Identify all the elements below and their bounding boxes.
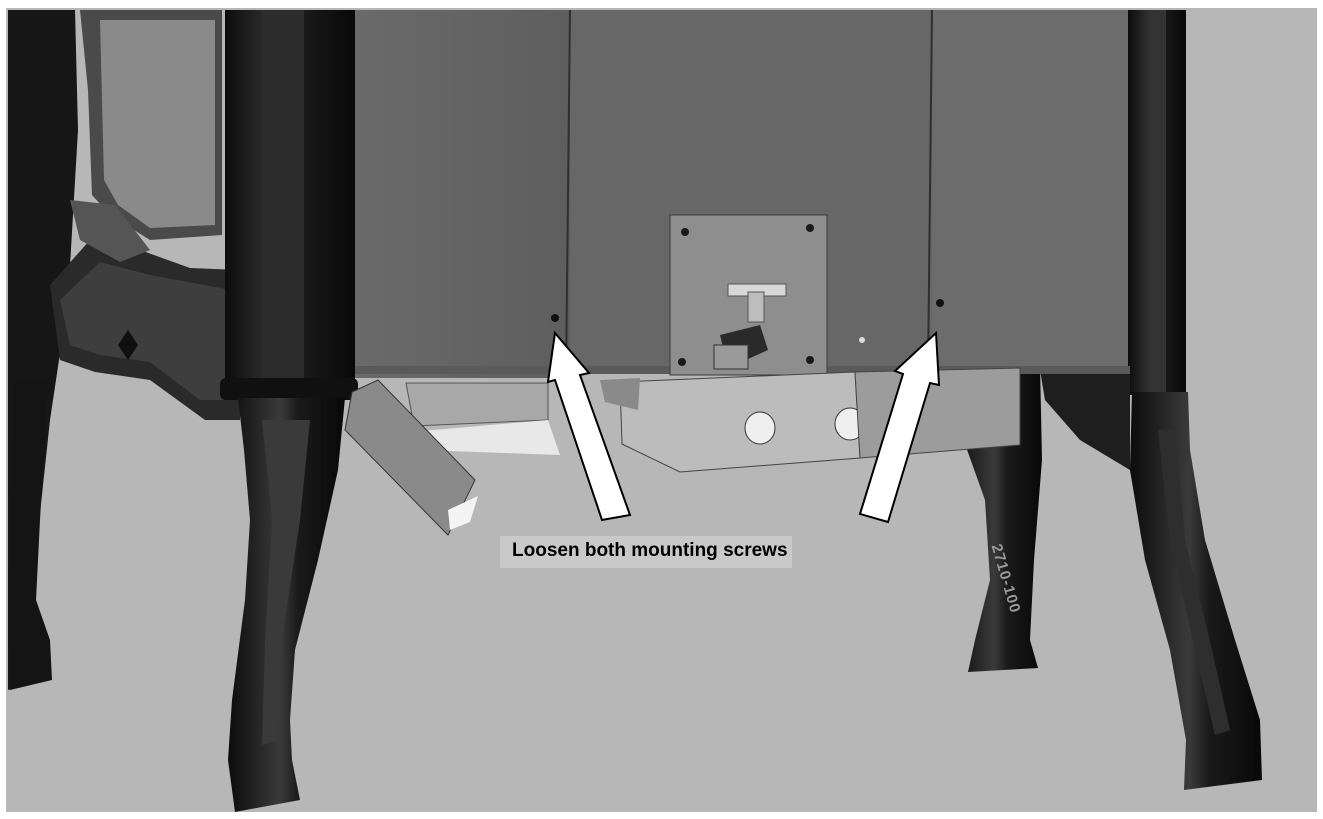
stove-body xyxy=(355,9,1130,379)
left-mounting-screw xyxy=(551,314,559,322)
callout-arrows xyxy=(546,330,941,524)
small-fastener xyxy=(859,337,865,343)
left-side-frame xyxy=(8,10,240,690)
right-mounting-screw xyxy=(936,299,944,307)
valve-plate xyxy=(669,214,828,376)
air-shutter-lever xyxy=(344,379,478,536)
right-front-leg xyxy=(1128,10,1262,790)
callout-label: Loosen both mounting screws xyxy=(500,536,792,568)
arrow-right-screw xyxy=(858,330,941,524)
arrow-left-screw xyxy=(546,330,632,522)
left-front-leg xyxy=(220,10,358,812)
rear-left-leg xyxy=(8,380,52,690)
